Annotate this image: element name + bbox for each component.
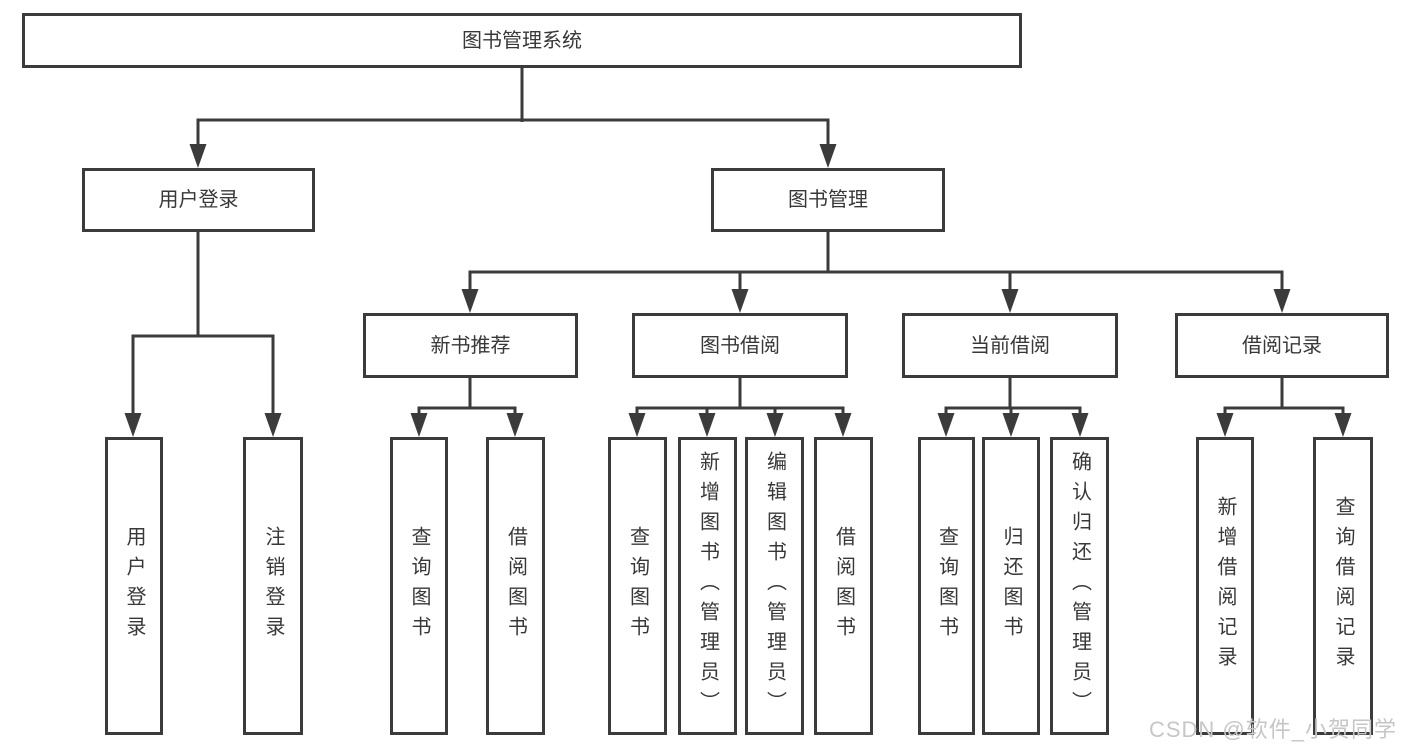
leaf-borrow-books-recommend: 借阅图书 xyxy=(486,437,545,735)
node-label: 新增借阅记录 xyxy=(1214,496,1236,676)
leaf-borrow-books: 借阅图书 xyxy=(814,437,873,735)
node-label: 图书管理系统 xyxy=(462,29,582,52)
node-label: 用户登录 xyxy=(123,526,145,646)
node-new-book-recommend: 新书推荐 xyxy=(363,313,578,378)
node-label: 图书借阅 xyxy=(700,334,780,357)
node-label: 注销登录 xyxy=(262,526,284,646)
node-current-borrow: 当前借阅 xyxy=(902,313,1118,378)
leaf-return-book: 归还图书 xyxy=(982,437,1040,735)
node-label: 归还图书 xyxy=(1000,526,1022,646)
node-label: 当前借阅 xyxy=(970,334,1050,357)
leaf-edit-book-admin: 编辑图书（管理员） xyxy=(745,437,804,735)
watermark: CSDN @软件_小贺同学 xyxy=(1148,717,1397,742)
leaf-confirm-return-admin: 确认归还（管理员） xyxy=(1050,437,1109,735)
node-label: 查询图书 xyxy=(408,526,430,646)
node-label: 借阅图书 xyxy=(504,526,527,646)
node-borrow-records: 借阅记录 xyxy=(1175,313,1389,378)
leaf-logout: 注销登录 xyxy=(243,437,303,735)
leaf-query-books-recommend: 查询图书 xyxy=(390,437,448,735)
node-label: 用户登录 xyxy=(158,189,239,211)
node-label: 查询借阅记录 xyxy=(1332,496,1354,676)
node-label: 确认归还（管理员） xyxy=(1068,451,1091,721)
leaf-query-books-borrow: 查询图书 xyxy=(608,437,667,735)
leaf-add-book-admin: 新增图书（管理员） xyxy=(678,437,737,735)
node-label: 借阅记录 xyxy=(1242,334,1322,357)
leaf-user-login: 用户登录 xyxy=(105,437,163,735)
node-root: 图书管理系统 xyxy=(22,13,1022,68)
leaf-add-borrow-record: 新增借阅记录 xyxy=(1196,437,1254,735)
node-label: 查询图书 xyxy=(626,526,649,646)
node-label: 查询图书 xyxy=(935,526,958,646)
node-label: 编辑图书（管理员） xyxy=(763,451,786,721)
leaf-query-borrow-record: 查询借阅记录 xyxy=(1313,437,1373,735)
node-label: 新增图书（管理员） xyxy=(696,451,719,721)
leaf-query-books-current: 查询图书 xyxy=(918,437,975,735)
node-book-management: 图书管理 xyxy=(711,168,945,232)
node-label: 新书推荐 xyxy=(430,334,511,357)
node-label: 图书管理 xyxy=(788,189,868,211)
node-label: 借阅图书 xyxy=(832,526,855,646)
node-user-login: 用户登录 xyxy=(82,168,315,232)
node-book-borrow: 图书借阅 xyxy=(632,313,848,378)
